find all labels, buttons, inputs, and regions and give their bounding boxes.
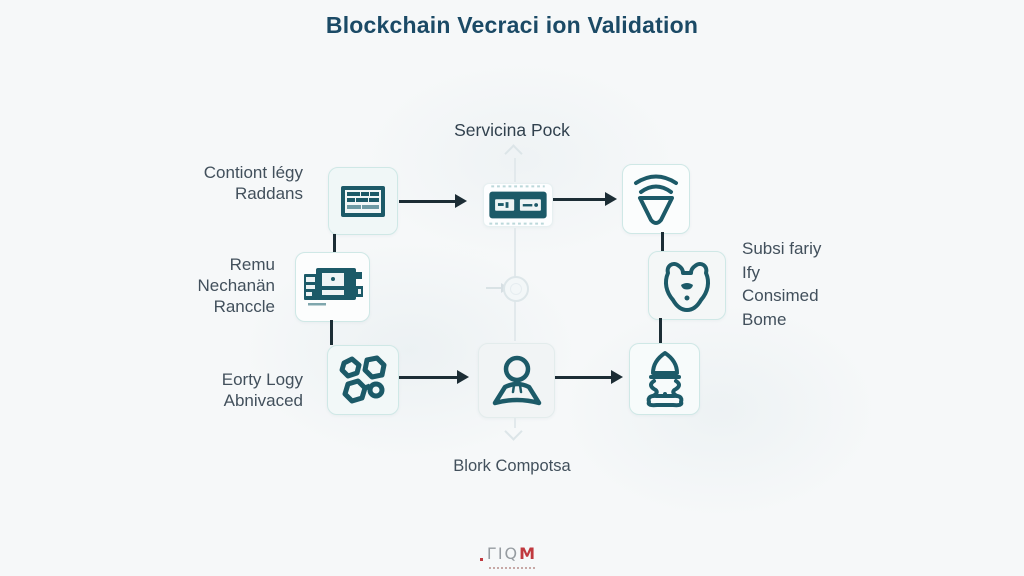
label-line: Ify [742, 262, 760, 282]
label-line: Raddans [234, 184, 303, 203]
label-right-middle: Subsi fariy Ify Consimed Bome [742, 237, 872, 331]
background-smudge [560, 300, 880, 520]
arrowhead-icon [457, 370, 469, 384]
node-bottom-center [478, 343, 555, 418]
certificate-card-icon [341, 186, 385, 217]
node-top-right [622, 164, 690, 234]
logo-tagline-smudge [489, 567, 535, 569]
label-left-middle: Remu Nechanän Ranccle [140, 254, 275, 317]
circuit-board-icon [303, 268, 363, 306]
connector-right-top [661, 232, 664, 251]
logo-gray-letters: ΓIQ [486, 544, 520, 563]
node-mid-left [295, 252, 370, 322]
label-line: Contiont légy [203, 163, 303, 182]
label-line: Bome [742, 309, 787, 329]
connector-left-top [333, 234, 336, 252]
arrowhead-icon [605, 192, 617, 206]
pawn-icon [646, 351, 683, 408]
arrow-bottom-center-to-right [555, 376, 613, 379]
server-card-icon [489, 185, 547, 225]
arrow-top-center-to-right [553, 198, 607, 201]
label-line: Eorty Logy [221, 370, 303, 389]
arrowhead-icon [611, 370, 623, 384]
hub-inner-circle [510, 283, 522, 295]
shield-signal-icon [634, 174, 678, 225]
arrow-top-left-to-center [399, 200, 457, 203]
logo-accent-mark [480, 558, 483, 561]
connector-right-bottom [659, 318, 662, 343]
node-bottom-right [629, 343, 700, 415]
label-line: Abnivaced [223, 391, 303, 410]
label-top-center: Servicina Pock [454, 120, 570, 140]
node-bottom-left [327, 345, 399, 415]
footer-logo: ΓIQM [462, 544, 562, 569]
animal-head-icon [663, 261, 711, 312]
connector-left-bottom [330, 320, 333, 345]
label-line: Remu [229, 255, 275, 274]
faint-center-line [514, 158, 516, 182]
label-bottom-center: Blork Compotsa [453, 457, 571, 475]
label-line: Nechanän [197, 276, 275, 295]
arrowhead-icon [455, 194, 467, 208]
node-top-left [328, 167, 398, 235]
label-line: Consimed [742, 286, 819, 305]
label-line: Subsi fariy [742, 239, 822, 258]
faint-center-line [514, 418, 516, 428]
hub-circle-icon [503, 276, 529, 302]
node-top-center [483, 183, 553, 227]
logo-red-letter: M [519, 544, 538, 563]
label-left-bottom: Eorty Logy Abnivaced [150, 369, 303, 411]
node-mid-right [648, 251, 726, 320]
gears-icon [339, 355, 387, 404]
page-title: Blockchain Vecraci ion Validation [325, 12, 699, 38]
faint-down-arrow-icon [504, 422, 523, 441]
person-icon [492, 355, 541, 405]
label-left-top: Contiont légy Raddans [150, 162, 303, 204]
arrow-bottom-left-to-center [399, 376, 459, 379]
faint-arrow-line [486, 287, 502, 289]
label-line: Ranccle [213, 297, 275, 316]
